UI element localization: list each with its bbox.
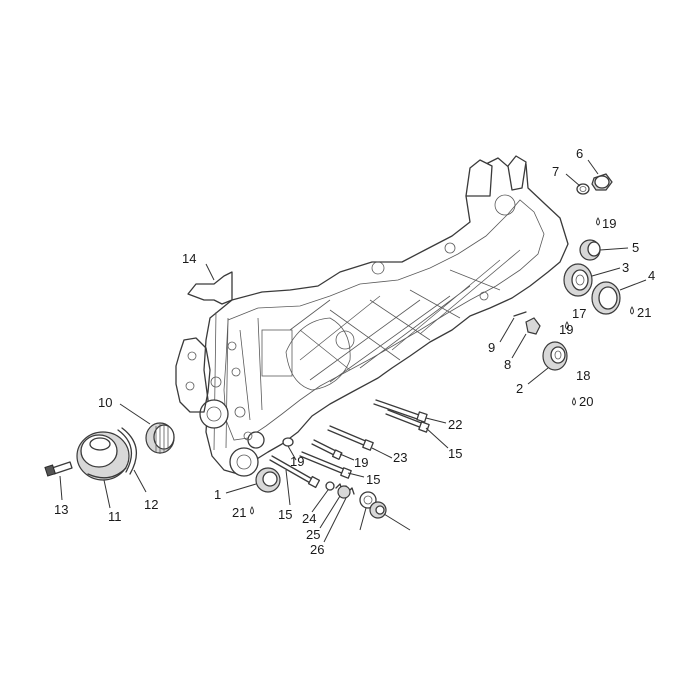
drain-plug-6 xyxy=(591,173,613,191)
screw-13 xyxy=(44,461,73,477)
callout-4: 4 xyxy=(648,268,655,283)
callout-8: 8 xyxy=(504,357,511,372)
bolt-18 xyxy=(311,439,343,460)
strainer-10 xyxy=(145,422,175,454)
callout-21-lower: 23 xyxy=(393,450,407,465)
callout-labels: 6 7 19 5 3 4 17 21 19 9 8 18 2 20 14 10 … xyxy=(54,146,655,557)
callout-7: 7 xyxy=(552,164,559,179)
sealant-drop-icon xyxy=(572,397,576,406)
callout-15-upper: 15 xyxy=(448,446,462,461)
callout-19-top: 19 xyxy=(602,216,616,231)
callout-19-mid: 19 xyxy=(559,322,573,337)
callout-6: 6 xyxy=(576,146,583,161)
dowel-17 xyxy=(282,437,294,447)
bushing-5 xyxy=(579,239,601,261)
bolt-15-lower xyxy=(269,455,321,489)
gasket-14 xyxy=(175,271,233,413)
callout-15-middle: 15 xyxy=(366,472,380,487)
oil-seal-1 xyxy=(255,467,281,493)
bearing-3 xyxy=(563,263,593,297)
callout-21-upper: 22 xyxy=(448,417,462,432)
callout-23: 25 xyxy=(306,527,320,542)
crankcase xyxy=(199,155,569,477)
callout-18: 19 xyxy=(354,455,368,470)
callout-22: 24 xyxy=(302,511,316,526)
callout-16-upper: 17 xyxy=(572,306,586,321)
callout-19-left: 21 xyxy=(232,505,246,520)
callout-9: 9 xyxy=(488,340,495,355)
drain-cap-26 xyxy=(369,501,387,519)
bolt-15-upper xyxy=(385,409,430,433)
filter-cover-11 xyxy=(76,431,130,481)
bolt-21-lower xyxy=(327,425,374,451)
callout-3: 3 xyxy=(622,260,629,275)
callout-2: 2 xyxy=(516,381,523,396)
callout-15-lower: 15 xyxy=(278,507,292,522)
o-ring-12 xyxy=(117,427,138,475)
breather-8 xyxy=(525,317,541,335)
pin-9 xyxy=(513,311,527,317)
plug-22 xyxy=(325,481,335,491)
callout-1: 1 xyxy=(214,487,221,502)
sealant-drop-icon xyxy=(565,321,569,330)
leader-lines xyxy=(59,159,647,543)
callout-24: 26 xyxy=(310,542,324,557)
sealant-drop-icon xyxy=(630,306,634,315)
washer-7 xyxy=(576,183,590,195)
sealant-drop-icon xyxy=(250,506,254,515)
callout-19-lower: 20 xyxy=(579,394,593,409)
callout-16-lower: 18 xyxy=(576,368,590,383)
callout-14: 14 xyxy=(182,251,196,266)
bolt-21-upper xyxy=(373,399,428,423)
callout-5: 5 xyxy=(632,240,639,255)
oil-seal-4 xyxy=(591,281,621,315)
callout-11: 11 xyxy=(108,509,122,524)
callout-20: 21 xyxy=(637,305,651,320)
callout-13: 13 xyxy=(54,502,68,517)
filter-24 xyxy=(337,485,351,499)
bearing-2 xyxy=(542,341,568,371)
callout-12: 12 xyxy=(144,497,158,512)
callout-17: 19 xyxy=(290,454,304,469)
callout-10: 10 xyxy=(98,395,112,410)
sealant-drop-icon xyxy=(596,217,600,226)
bolt-15-middle xyxy=(299,451,352,479)
